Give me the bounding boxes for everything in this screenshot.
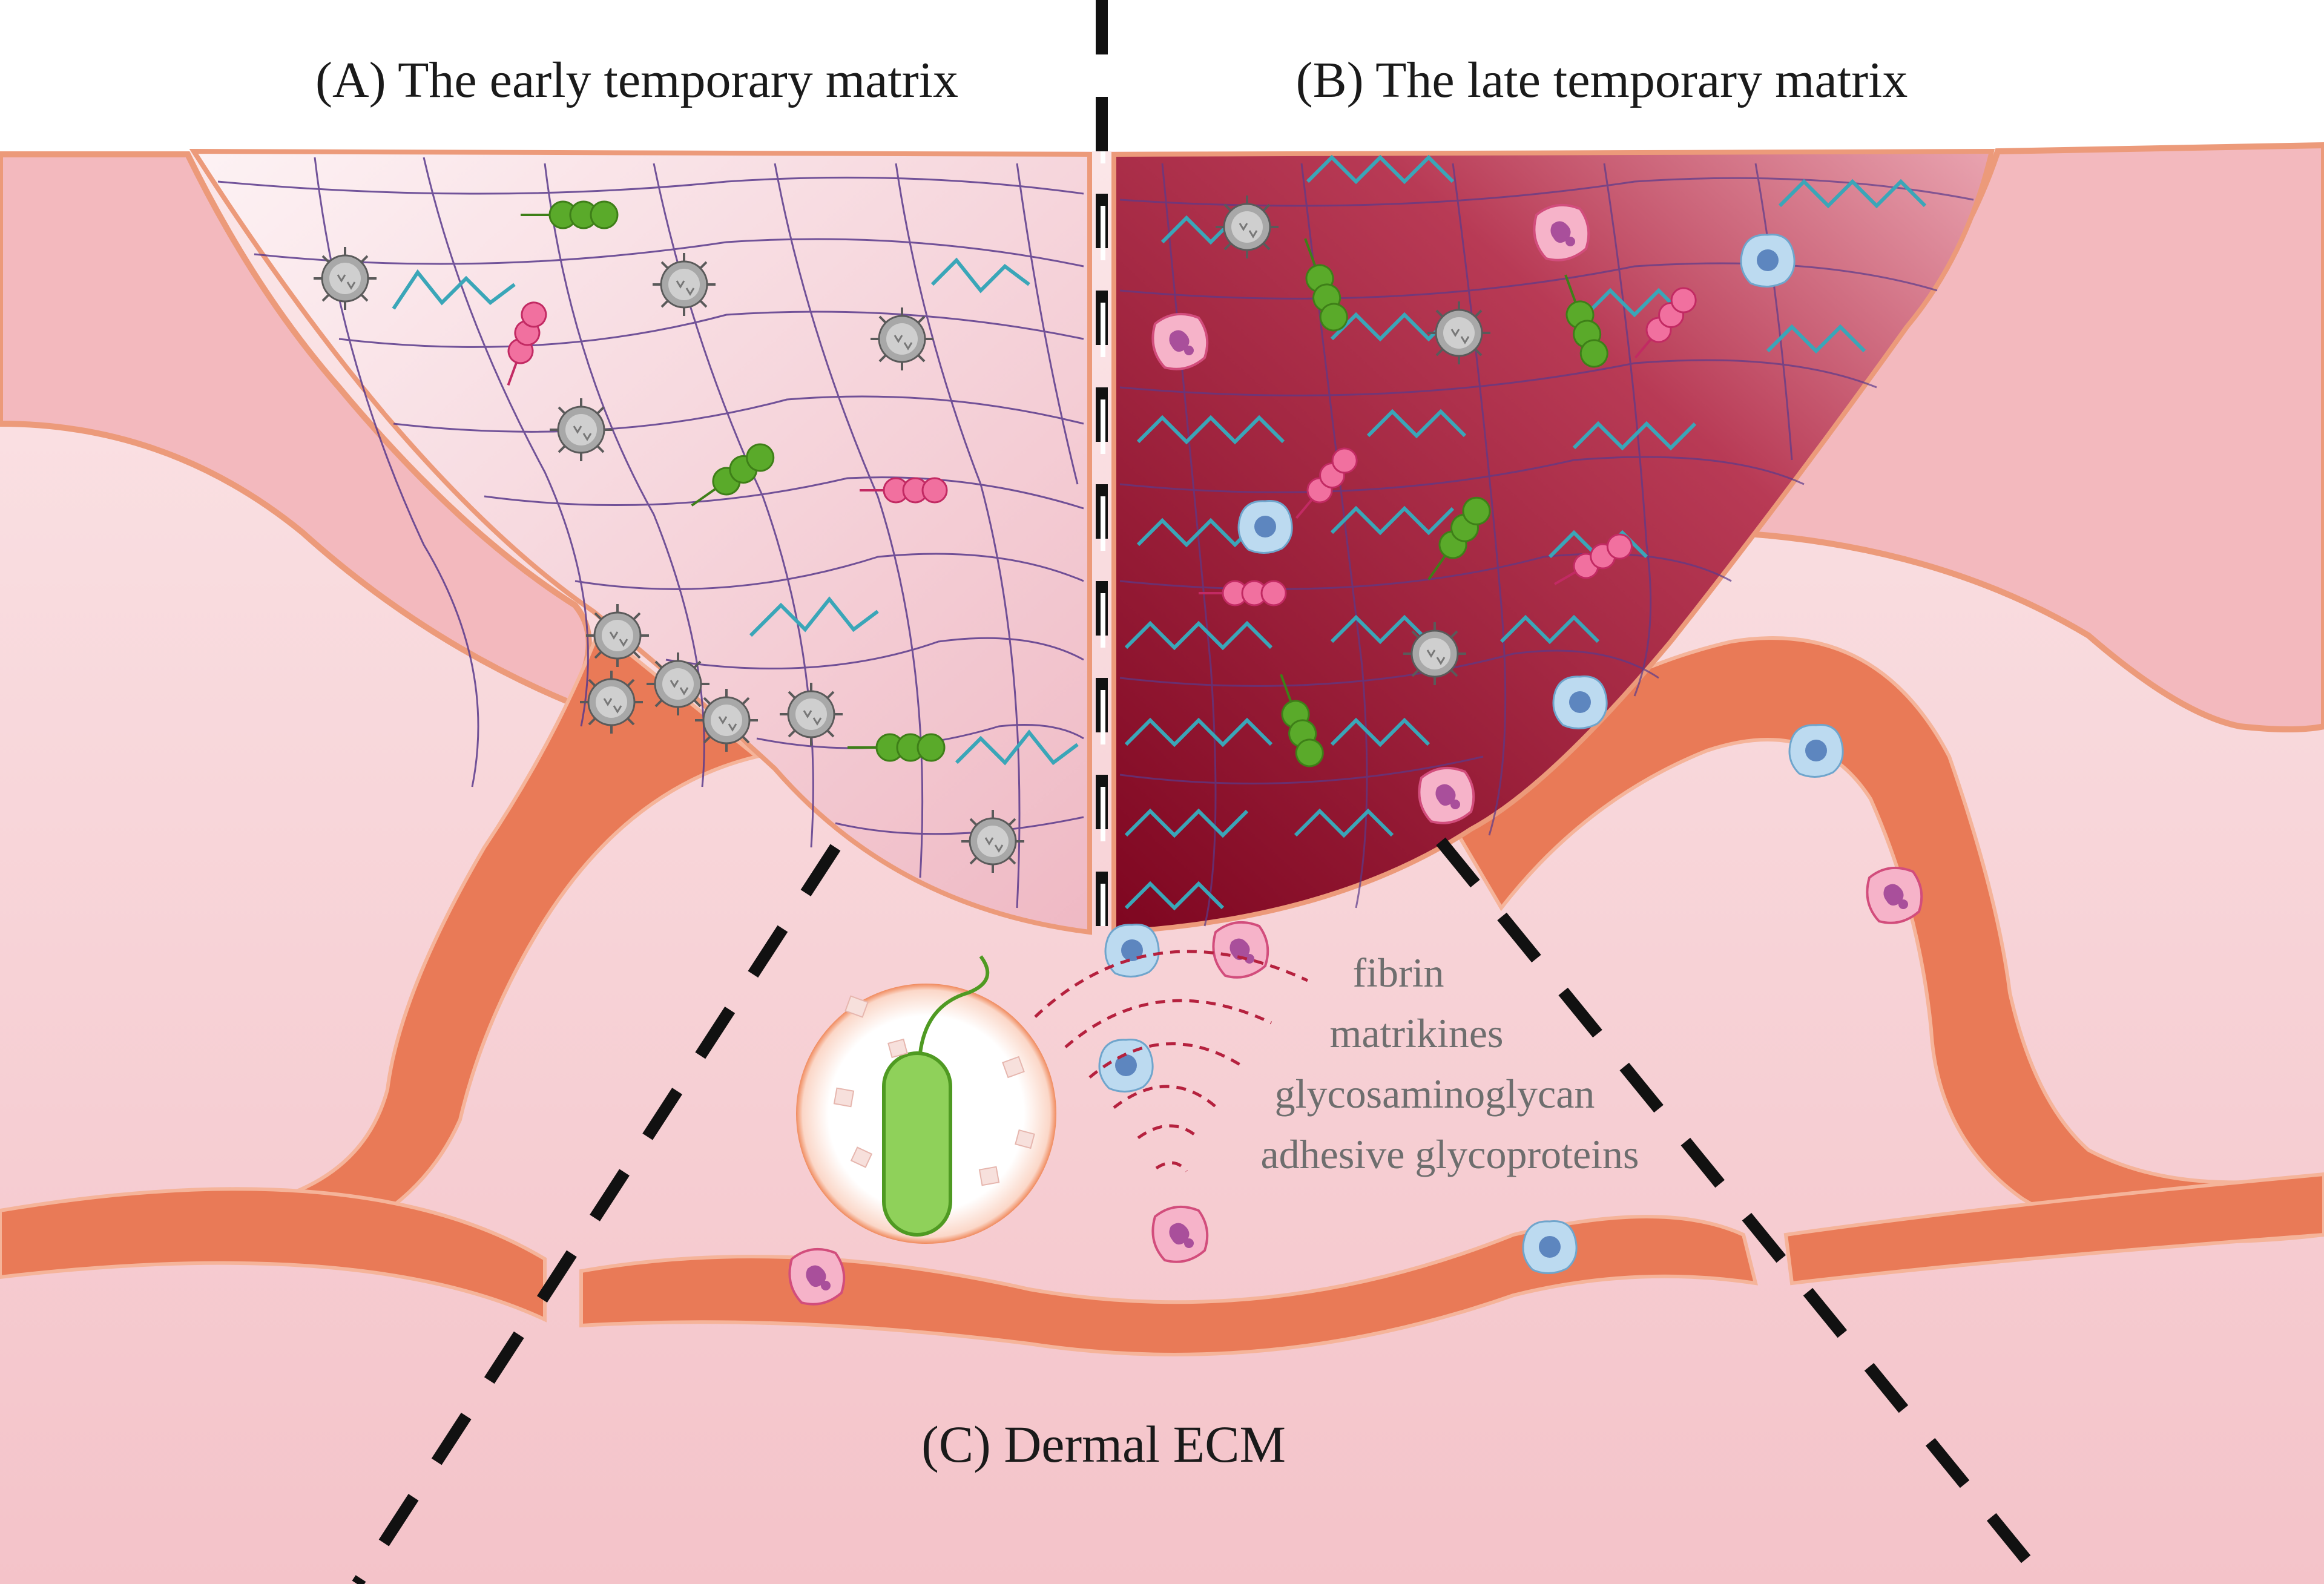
label-glycosaminoglycan: glycosaminoglycan [1275,1071,1595,1117]
collagen-late [1124,154,1927,911]
early-matrix [189,148,1092,935]
panel-b-title: (B) The late temporary matrix [1296,52,1908,108]
label-matrikines: matrikines [1329,1010,1503,1056]
panel-c-title: (C) Dermal ECM [921,1415,1286,1473]
label-adhesive-glycoproteins: adhesive glycoproteins [1260,1131,1639,1177]
panel-dividers [352,0,2051,1584]
vessel-lower-main [579,1215,1759,1356]
signal-waves [1034,950,1309,1172]
panel-a-title: (A) The early temporary matrix [315,52,958,108]
vessel-right-lower [1783,1172,2324,1286]
label-fibrin: fibrin [1352,950,1444,996]
collagen-early [392,257,1079,766]
bacterium-icon [796,955,1056,1244]
vessel-bottom [0,1187,547,1323]
